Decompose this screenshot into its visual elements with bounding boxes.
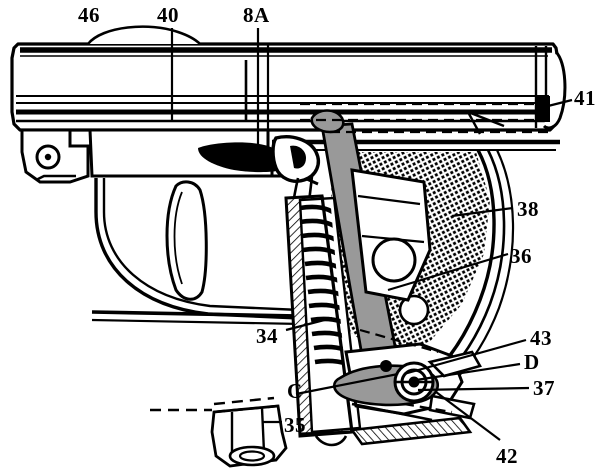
callout-8a: 8A xyxy=(243,3,270,27)
leader-36 xyxy=(387,252,509,292)
callout-35: 35 xyxy=(284,413,306,437)
hammer-linkage xyxy=(350,168,432,302)
sear-pin-43 xyxy=(380,360,392,372)
callout-43: 43 xyxy=(530,326,552,350)
leader-41 xyxy=(539,98,573,110)
hidden-arrow xyxy=(466,110,505,135)
callout-41: 41 xyxy=(574,86,596,110)
grip-screw-boss-lower xyxy=(398,294,430,326)
callout-40: 40 xyxy=(157,3,179,27)
barrel-group xyxy=(20,44,548,130)
leader-D xyxy=(415,362,521,382)
leader-37 xyxy=(417,386,530,392)
leader-43 xyxy=(403,338,527,376)
rear-serrations xyxy=(534,46,567,130)
callout-34: 34 xyxy=(256,324,278,348)
leader-C xyxy=(295,372,399,396)
hammer-pivot-hole xyxy=(371,237,417,283)
leader-lines xyxy=(170,28,573,441)
leader-38 xyxy=(451,206,514,218)
callout-c: C xyxy=(287,379,303,403)
trigger-assembly xyxy=(35,174,303,326)
leader-34 xyxy=(285,316,333,332)
hidden-lines xyxy=(300,102,548,414)
callout-36: 36 xyxy=(510,244,532,268)
leader-42 xyxy=(435,391,501,441)
mainspring-housing xyxy=(284,194,362,438)
callout-42: 42 xyxy=(496,444,518,468)
callout-37: 37 xyxy=(533,376,555,400)
callout-38: 38 xyxy=(517,197,539,221)
callout-d: D xyxy=(524,350,540,374)
callout-46: 46 xyxy=(78,3,100,27)
sear-group xyxy=(198,135,321,239)
frame-bottom xyxy=(299,416,473,447)
trigger-blade xyxy=(165,180,208,301)
